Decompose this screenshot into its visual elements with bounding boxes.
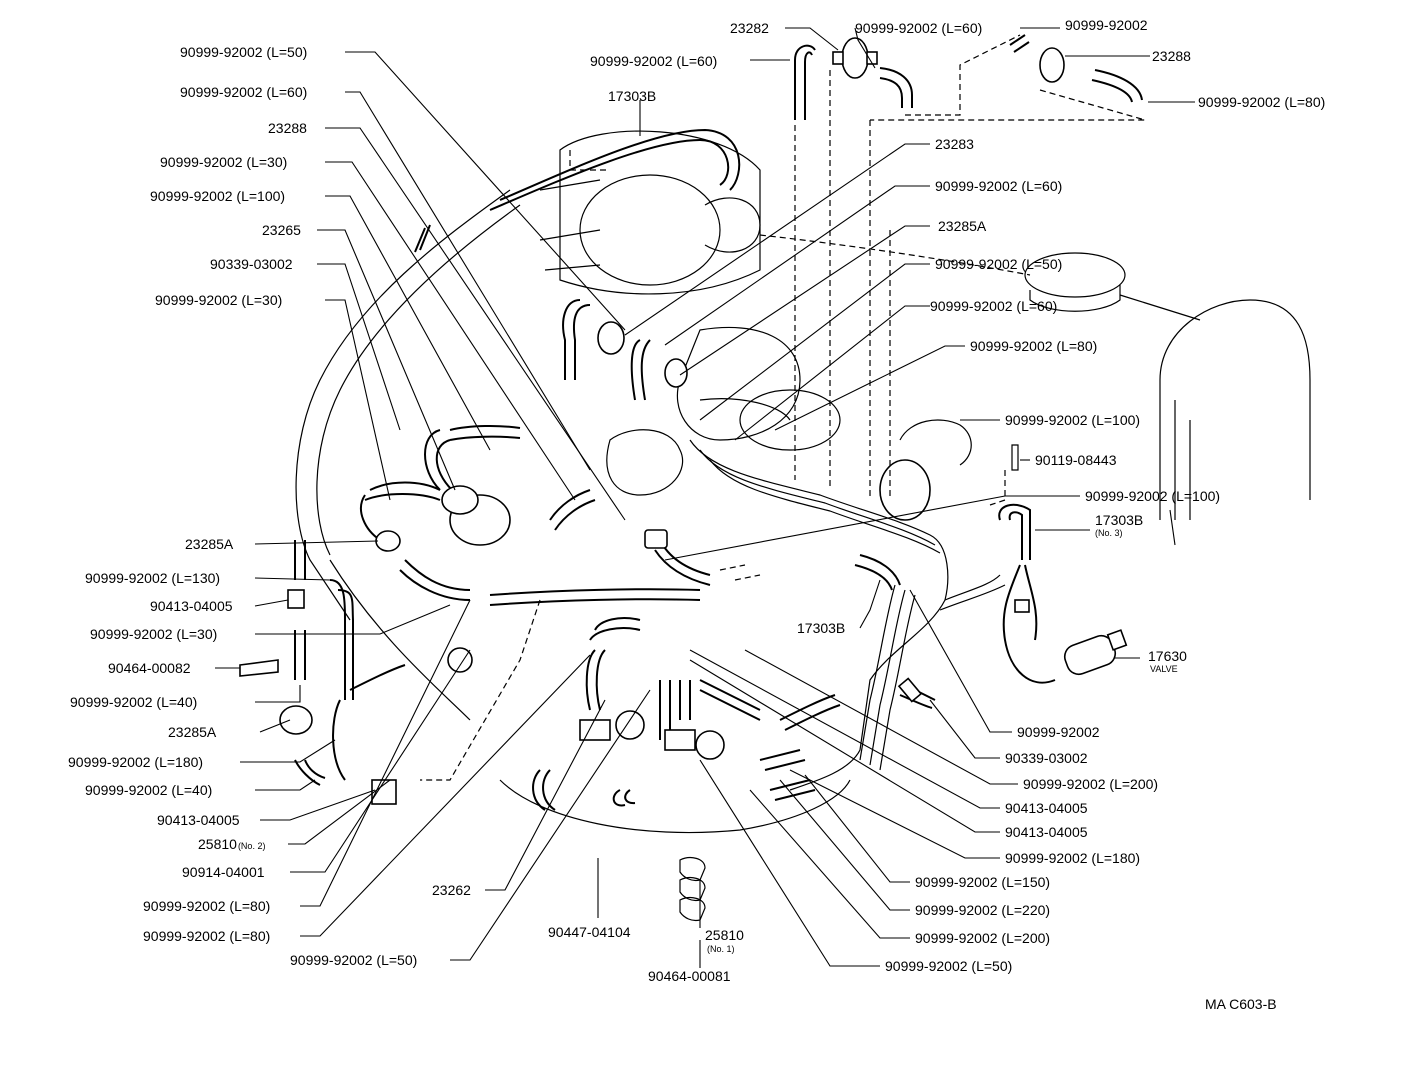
label-hose-l50-top: 90999-92002 (L=50) <box>180 44 307 60</box>
label-23285a-low: 23285A <box>168 724 217 740</box>
label-90914-04001: 90914-04001 <box>182 864 265 880</box>
label-hose-l200-r2: 90999-92002 (L=200) <box>915 930 1050 946</box>
label-90413-left-a: 90413-04005 <box>150 598 233 614</box>
label-hose-l180-right: 90999-92002 (L=180) <box>1005 850 1140 866</box>
label-hose-l50-right: 90999-92002 (L=50) <box>935 256 1062 272</box>
label-hose-l60-r1: 90999-92002 (L=60) <box>935 178 1062 194</box>
clamps-25810-no1 <box>679 857 706 922</box>
label-hose-l100-left: 90999-92002 (L=100) <box>150 188 285 204</box>
label-23288-left: 23288 <box>268 120 307 136</box>
label-17630: 17630 <box>1148 648 1187 664</box>
label-17303b-no3-sub: (No. 3) <box>1095 528 1123 538</box>
label-17303b-mid: 17303B <box>797 620 845 636</box>
label-90413-left-b: 90413-04005 <box>157 812 240 828</box>
label-25810-no2-code: 25810 <box>198 836 237 852</box>
label-25810-no2-sub: (No. 2) <box>238 841 266 851</box>
label-hose-l60-r2: 90999-92002 (L=60) <box>930 298 1057 314</box>
label-23288-top: 23288 <box>1152 48 1191 64</box>
label-hose-right-plain: 90999-92002 <box>1017 724 1100 740</box>
label-hose-l50-bottom-left: 90999-92002 (L=50) <box>290 952 417 968</box>
top-hose-pieces <box>794 34 1143 120</box>
dashed-connections <box>420 34 1146 781</box>
label-90119-08443: 90119-08443 <box>1035 452 1117 468</box>
diagram-code: MA C603-B <box>1205 996 1277 1012</box>
label-90339-left: 90339-03002 <box>210 256 293 272</box>
label-hose-l60-top-right: 90999-92002 (L=60) <box>855 20 982 36</box>
vacuum-hoses <box>294 128 936 811</box>
label-hose-l180-left: 90999-92002 (L=180) <box>68 754 203 770</box>
label-hose-l220: 90999-92002 (L=220) <box>915 902 1050 918</box>
label-23262: 23262 <box>432 882 471 898</box>
label-23285a-right: 23285A <box>938 218 987 234</box>
label-90447-04104: 90447-04104 <box>548 924 631 940</box>
label-hose-l40-a: 90999-92002 (L=40) <box>70 694 197 710</box>
label-hose-l80-top: 90999-92002 (L=80) <box>1198 94 1325 110</box>
carburetor-body <box>606 326 841 496</box>
label-hose-top: 90999-92002 <box>1065 17 1148 33</box>
vacuum-pipes <box>689 439 1006 791</box>
label-90464-00082: 90464-00082 <box>108 660 191 676</box>
label-hose-l200-r1: 90999-92002 (L=200) <box>1023 776 1158 792</box>
label-25810-no2: 25810(No. 2) <box>198 836 265 852</box>
label-90464-00081: 90464-00081 <box>648 968 731 984</box>
label-23283: 23283 <box>935 136 974 152</box>
check-valve-17630 <box>1063 629 1128 676</box>
air-cleaner-housing <box>539 130 761 295</box>
label-17303b-no3: 17303B <box>1095 512 1143 528</box>
right-circular-housing <box>1024 252 1311 520</box>
label-hose-l150: 90999-92002 (L=150) <box>915 874 1050 890</box>
label-23285a-mid: 23285A <box>185 536 234 552</box>
label-hose-l80-a: 90999-92002 (L=80) <box>143 898 270 914</box>
label-hose-l30-a: 90999-92002 (L=30) <box>160 154 287 170</box>
vsv-and-fittings <box>239 37 1065 805</box>
engine-illustration <box>239 34 1311 922</box>
label-hose-l100-r2: 90999-92002 (L=100) <box>1085 488 1220 504</box>
label-23282: 23282 <box>730 20 769 36</box>
label-25810-no1-sub: (No. 1) <box>707 944 735 954</box>
leader-lines <box>215 27 1195 968</box>
label-hose-l100-r1: 90999-92002 (L=100) <box>1005 412 1140 428</box>
label-hose-l130: 90999-92002 (L=130) <box>85 570 220 586</box>
label-hose-l80-b: 90999-92002 (L=80) <box>143 928 270 944</box>
label-23265: 23265 <box>262 222 301 238</box>
label-hose-l60-top-left: 90999-92002 (L=60) <box>590 53 717 69</box>
label-90413-right-a: 90413-04005 <box>1005 800 1088 816</box>
valve-branch <box>998 503 1128 684</box>
label-25810-no1: 25810 <box>705 927 744 943</box>
label-hose-l30-c: 90999-92002 (L=30) <box>90 626 217 642</box>
label-hose-l40-b: 90999-92002 (L=40) <box>85 782 212 798</box>
label-hose-l50-bottom-right: 90999-92002 (L=50) <box>885 958 1012 974</box>
label-17630-valve: VALVE <box>1150 664 1178 674</box>
label-hose-l30-b: 90999-92002 (L=30) <box>155 292 282 308</box>
label-17303b-top: 17303B <box>608 88 656 104</box>
part-labels: 90999-92002 (L=50) 90999-92002 (L=60) 23… <box>68 17 1325 1012</box>
label-hose-l60-top: 90999-92002 (L=60) <box>180 84 307 100</box>
label-90413-right-b: 90413-04005 <box>1005 824 1088 840</box>
label-hose-l80-right: 90999-92002 (L=80) <box>970 338 1097 354</box>
label-90339-right: 90339-03002 <box>1005 750 1088 766</box>
